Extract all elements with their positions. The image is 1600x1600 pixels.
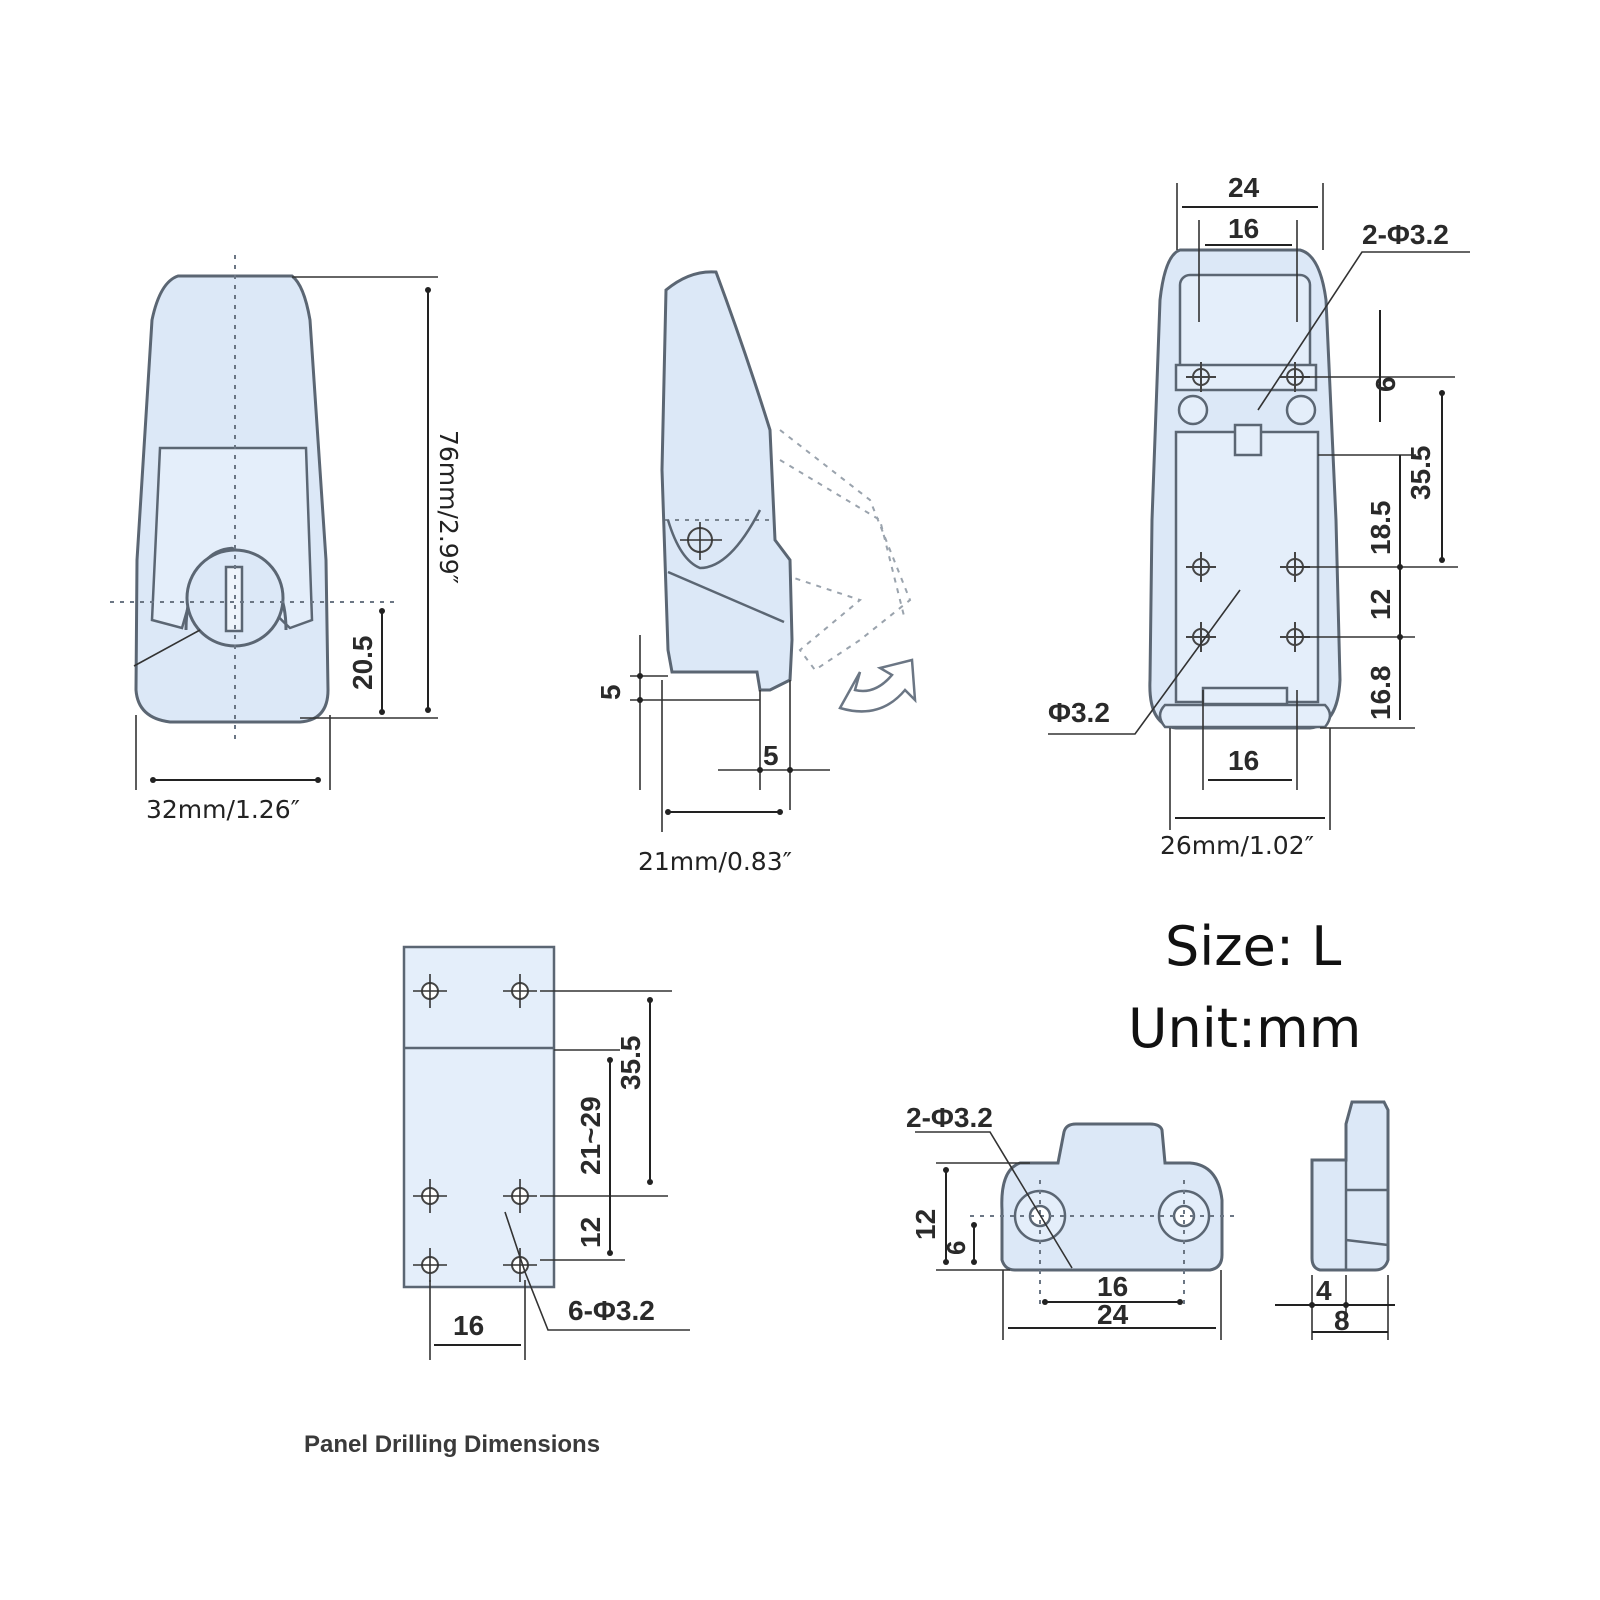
- front-height-label: 76mm/2.99″: [434, 430, 463, 584]
- back-bottom-span-label: 16: [1228, 745, 1259, 776]
- catch-hole-center-label: 6: [941, 1241, 971, 1255]
- panel-hole-callout: 6-Φ3.2: [568, 1295, 655, 1326]
- back-bottom-hole-callout: Φ3.2: [1048, 697, 1110, 728]
- back-width-label: 26mm/1.02″: [1160, 831, 1314, 860]
- front-view: 76mm/2.99″ 20.5 32mm/1.26″: [110, 255, 463, 824]
- keyhole-offset-label: 20.5: [347, 636, 378, 691]
- side-width-label: 21mm/0.83″: [638, 847, 792, 876]
- back-top-hole-callout: 2-Φ3.2: [1362, 219, 1449, 250]
- size-label: Size: L: [1165, 915, 1341, 978]
- back-outer-span-label: 24: [1228, 172, 1260, 203]
- catch-hole-callout: 2-Φ3.2: [906, 1102, 993, 1133]
- side-step-width-label: 5: [763, 740, 779, 771]
- catch-width-label: 24: [1097, 1299, 1129, 1330]
- catch-plate-view: 2-Φ3.2 12 6 16 24 4 8: [906, 1100, 1395, 1340]
- back-dim-35-5: 35.5: [1405, 446, 1436, 501]
- side-step-height-label: 5: [595, 684, 626, 700]
- panel-dim-range: 21~29: [575, 1096, 606, 1175]
- catch-side-depth-label: 8: [1334, 1305, 1350, 1336]
- back-dim-18-5: 18.5: [1365, 501, 1396, 556]
- back-dim-6: 6: [1370, 376, 1401, 392]
- panel-dim-35-5: 35.5: [615, 1036, 646, 1091]
- back-dim-12: 12: [1365, 589, 1396, 620]
- panel-drilling-caption: Panel Drilling Dimensions: [304, 1431, 600, 1458]
- catch-hole-span-label: 16: [1097, 1271, 1128, 1302]
- front-width-label: 32mm/1.26″: [146, 795, 300, 824]
- back-top-span-label: 16: [1228, 213, 1259, 244]
- unit-label: Unit:mm: [1128, 997, 1361, 1060]
- back-view: 24 16 2-Φ3.2 6 35.5 18.5 12 16.8 Φ3.2 16…: [1048, 172, 1470, 860]
- panel-dim-12: 12: [575, 1217, 606, 1248]
- panel-hole-span-label: 16: [453, 1310, 484, 1341]
- catch-side-step-label: 4: [1316, 1275, 1332, 1306]
- back-dim-16-8: 16.8: [1365, 666, 1396, 721]
- catch-height-label: 12: [910, 1209, 941, 1240]
- rotate-arrow-icon: [838, 658, 917, 713]
- side-view: 5 5 21mm/0.83″: [595, 270, 917, 876]
- panel-drilling-view: 35.5 21~29 12 16 6-Φ3.2 Panel Drilling D…: [304, 945, 690, 1458]
